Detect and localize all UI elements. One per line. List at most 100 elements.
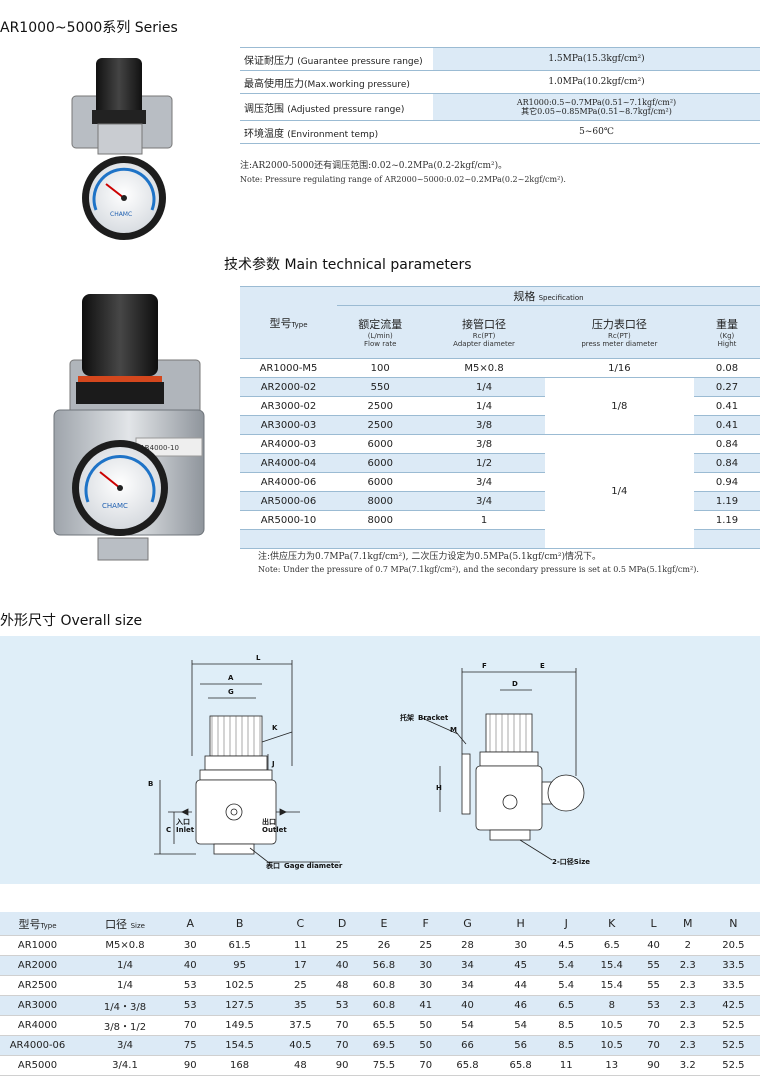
cell-port: 3/8 <box>423 415 545 435</box>
cell-dimension: 70 <box>638 1015 669 1036</box>
cell-gauge: 1/4 <box>544 434 694 549</box>
dim-label-J: J <box>271 760 275 768</box>
cell-flow: 8000 <box>337 491 424 511</box>
cell-dimension: 95 <box>205 955 274 976</box>
cell-dimension: 52.5 <box>706 1015 760 1036</box>
table-row: AR4000-03 6000 3/8 1/4 0.84 <box>240 434 760 549</box>
cell-dimension: 4.5 <box>547 935 586 956</box>
cell-dimension: 48 <box>326 975 358 996</box>
inlet-cn: 入口 <box>175 818 190 826</box>
section-title-overall-size: 外形尺寸 Overall size <box>0 613 143 629</box>
cell-dimension: 26 <box>357 935 411 956</box>
cell-dimension: 30 <box>410 975 441 996</box>
cell-dimension: 50 <box>410 1035 441 1056</box>
note-cn-1: 注:AR2000-5000还有调压范围:0.02~0.2MPa(0.2-2kgf… <box>240 161 508 171</box>
cell-flow: 2500 <box>337 396 424 416</box>
spec-label-en: (Environment temp) <box>287 129 379 140</box>
cell-weight: 0.08 <box>694 358 760 378</box>
cell-port: 1/4 <box>423 396 545 416</box>
cell-dimension: 6.5 <box>585 935 639 956</box>
cell-dimension: 70 <box>326 1015 358 1036</box>
spec-value-2: 其它0.05~0.85MPa(0.51~8.7kgf/cm²) <box>521 107 672 116</box>
cell-type: AR4000 <box>0 1015 75 1036</box>
cell-port: 1/4 <box>423 377 545 397</box>
table-row: AR4000-06 6000 3/4 0.94 <box>240 472 760 492</box>
cell-model: AR4000-03 <box>240 434 337 454</box>
cell-dimension: 70 <box>638 1035 669 1056</box>
col-header: A <box>175 912 206 936</box>
spec-label-cn: 最高使用压力 <box>244 78 304 90</box>
cell-dimension: 11 <box>547 1055 586 1076</box>
cell-dimension: 8.5 <box>547 1035 586 1056</box>
cell-flow: 100 <box>337 358 424 378</box>
cell-flow: 8000 <box>337 510 424 530</box>
cell-dimension: 53 <box>175 995 206 1016</box>
cell-dimension: 70 <box>326 1035 358 1056</box>
cell-port: 1 <box>423 510 545 530</box>
cell-dimension: 75 <box>175 1035 206 1056</box>
cell-dimension: 70 <box>410 1055 441 1076</box>
cell-dimension: 42.5 <box>706 995 760 1016</box>
cell-dimension: 41 <box>410 995 441 1016</box>
col-header-unit: Rc(PT) <box>608 332 631 340</box>
cell-dimension: 53 <box>175 975 206 996</box>
dim-label-E: E <box>540 662 545 670</box>
col-header-cn: 重量 <box>716 318 738 331</box>
cell-dimension: 25 <box>273 975 327 996</box>
cell-dimension: 66 <box>440 1035 495 1056</box>
spec-label-cn: 调压范围 <box>244 103 284 115</box>
col-header: N <box>706 912 760 936</box>
table-row: AR5000-06 8000 3/4 1.19 <box>240 491 760 511</box>
note-en-1: Note: Pressure regulating range of AR200… <box>240 175 566 184</box>
cell-dimension: 2 <box>668 935 707 956</box>
cell-dimension: 90 <box>175 1055 206 1076</box>
dim-label-M: M <box>450 726 457 734</box>
table-header-row: 型号Type 规格 Specification <box>240 286 760 359</box>
dim-label-H: H <box>436 784 442 792</box>
bracket-en: Bracket <box>418 714 449 722</box>
note-cn-2: 注:供应压力为0.7MPa(7.1kgf/cm²), 二次压力设定为0.5MPa… <box>258 552 602 562</box>
spec-label-cn: 保证耐压力 <box>244 55 294 67</box>
spec-header-en: Specification <box>538 294 584 302</box>
cell-dimension: 54 <box>440 1015 495 1036</box>
col-model-en: Type <box>291 320 308 329</box>
col-header: J <box>547 912 586 936</box>
spec-value: AR1000:0.5~0.7MPa(0.51~7.1kgf/cm²) <box>516 98 677 107</box>
cell-dimension: 102.5 <box>205 975 274 996</box>
cell-dimension: 55 <box>638 975 669 996</box>
regulator-small-image: CHAMC <box>58 48 208 248</box>
cell-dimension: 149.5 <box>205 1015 274 1036</box>
cell-size: 3/8・1/2 <box>75 1015 175 1036</box>
outlet-cn: 出口 <box>262 817 276 826</box>
cell-dimension: 10.5 <box>585 1015 639 1036</box>
cell-size: 3/4.1 <box>75 1055 175 1076</box>
side-view-drawing <box>421 668 585 861</box>
outlet-en: Outlet <box>262 826 287 834</box>
front-view-drawing <box>154 660 340 863</box>
cell-model: AR5000-06 <box>240 491 337 511</box>
cell-dimension: 25 <box>326 935 358 956</box>
note-en-2: Note: Under the pressure of 0.7 MPa(7.1k… <box>258 565 699 574</box>
cell-dimension: 56 <box>494 1035 548 1056</box>
cell-dimension: 40 <box>440 995 495 1016</box>
cell-dimension: 56.8 <box>357 955 411 976</box>
cell-dimension: 30 <box>410 955 441 976</box>
cell-dimension: 20.5 <box>706 935 760 956</box>
cell-dimension: 50 <box>410 1015 441 1036</box>
table-header-row: 型号Type 口径 Size A B C D E F G H J K L M N <box>0 912 760 936</box>
cell-model: AR3000-03 <box>240 415 337 435</box>
dim-label-F: F <box>482 662 487 670</box>
cell-dimension: 60.8 <box>357 995 411 1016</box>
cell-dimension: 90 <box>326 1055 358 1076</box>
cell-weight: 0.41 <box>694 415 760 435</box>
col-header-cn: 压力表口径 <box>591 318 647 331</box>
cell-dimension: 28 <box>440 935 495 956</box>
cell-weight: 0.27 <box>694 377 760 397</box>
cell-dimension: 75.5 <box>357 1055 411 1076</box>
col-header-en: Adapter diameter <box>453 340 515 348</box>
cell-weight: 0.41 <box>694 396 760 416</box>
cell-dimension: 54 <box>494 1015 548 1036</box>
